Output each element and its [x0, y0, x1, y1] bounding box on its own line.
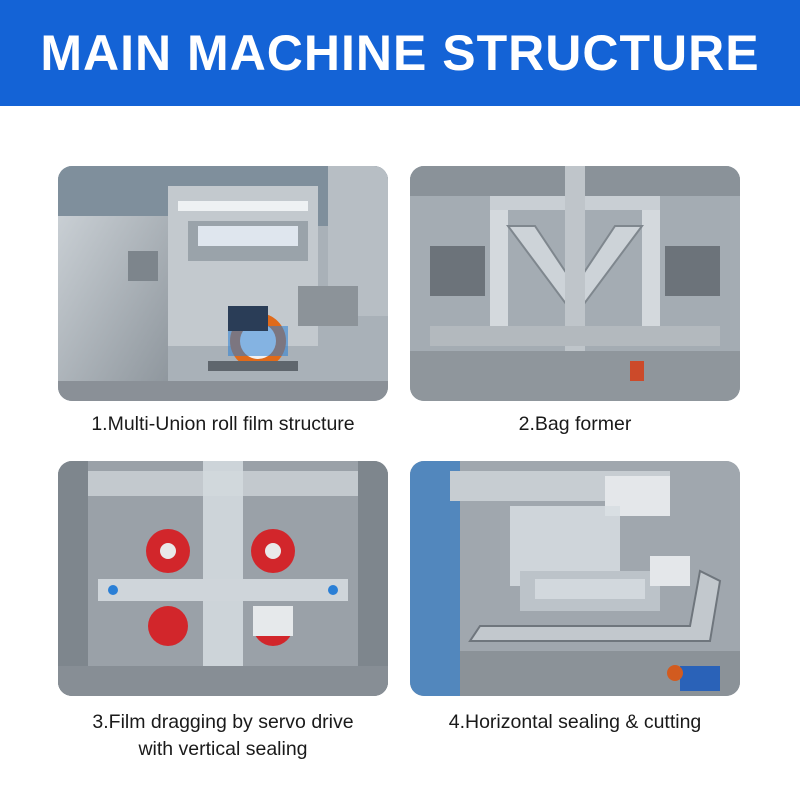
caption-4-text: 4.Horizontal sealing & cutting	[448, 711, 702, 733]
header-banner: MAIN MACHINE STRUCTURE	[0, 0, 800, 106]
caption-2-text: 2.Bag former	[518, 413, 632, 435]
caption-1: 1.Multi-Union roll film structure	[33, 411, 413, 438]
caption-1-text: 1.Multi-Union roll film structure	[91, 413, 355, 435]
caption-3-line-2: with vertical sealing	[138, 738, 308, 760]
page-title: MAIN MACHINE STRUCTURE	[40, 25, 760, 81]
caption-3: 3.Film dragging by servo drive with vert…	[33, 709, 413, 763]
caption-3-line-1: 3.Film dragging by servo drive	[92, 711, 354, 733]
bag-former-photo	[410, 166, 740, 401]
servo-film-dragging-photo	[58, 461, 388, 696]
horizontal-sealing-cutting-photo	[410, 461, 740, 696]
caption-2: 2.Bag former	[385, 411, 765, 438]
roll-film-structure-photo	[58, 166, 388, 401]
caption-4: 4.Horizontal sealing & cutting	[385, 709, 765, 736]
